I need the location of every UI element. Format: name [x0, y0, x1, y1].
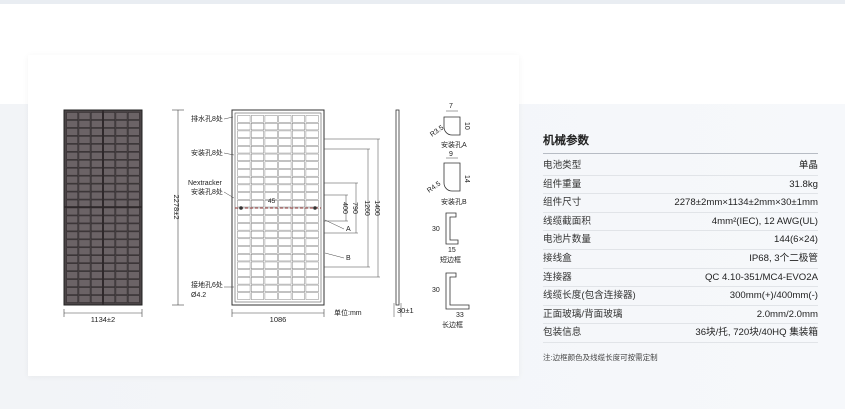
nextracker-hole-label: 安装孔8处 [191, 187, 223, 196]
long-frame-height: 30 [432, 287, 440, 294]
table-row: 连接器 QC 4.10-351/MC4-EVO2A [543, 269, 818, 288]
module-drawing: 2278±2 1134±2 排水孔8处 安装孔8处 Nextracker 安装孔… [63, 103, 470, 329]
unit-label: 单位:mm [334, 308, 362, 317]
hole-b-side-dim: 14 [463, 175, 470, 183]
spec-key: 线缆长度(包含连接器) [543, 290, 636, 302]
hole-b-top-dim: 9 [449, 151, 453, 158]
short-frame-height: 30 [432, 226, 440, 233]
side-thickness-dim: 30±1 [397, 306, 414, 315]
spec-key: 接线盒 [543, 252, 572, 264]
table-row: 接线盒 IP68, 3个二极管 [543, 250, 818, 269]
long-frame-section: 30 33 长边框 [432, 272, 470, 329]
back-view: 排水孔8处 安装孔8处 Nextracker 安装孔8处 接地孔6处 Ø4.2 … [188, 109, 380, 324]
hole-a-label: 安装孔A [441, 140, 467, 149]
table-row: 线缆截面积 4mm²(IEC), 12 AWG(UL) [543, 213, 818, 232]
dim-400: 400 [341, 202, 348, 214]
spec-value: 单晶 [798, 160, 818, 171]
hole-a-radius: R3.5 [429, 124, 445, 138]
top-band-border [0, 0, 845, 4]
hole-a-top-dim: 7 [449, 103, 453, 110]
spec-value: 36块/托, 720块/40HQ 集装箱 [695, 327, 818, 339]
drain-hole-label: 排水孔8处 [191, 114, 223, 123]
spec-key: 正面玻璃/背面玻璃 [543, 308, 623, 320]
back-cell-grid [237, 115, 319, 300]
short-frame-label: 短边框 [440, 255, 461, 264]
specs-title: 机械参数 [543, 132, 818, 154]
long-frame-width: 33 [456, 312, 464, 319]
table-row: 电池片数量 144(6×24) [543, 231, 818, 250]
hole-a-detail: 7 10 R3.5 安装孔A [429, 103, 470, 149]
nextracker-label: Nextracker [188, 180, 223, 187]
spec-key: 电池片数量 [543, 234, 591, 246]
short-frame-width: 15 [448, 247, 456, 254]
dim-1400: 1400 [373, 200, 380, 216]
spec-value: 2.0mm/2.0mm [756, 308, 818, 320]
marker-b: B [346, 255, 351, 262]
spec-key: 包装信息 [543, 327, 582, 339]
spec-value: 300mm(+)/400mm(-) [729, 290, 818, 302]
table-row: 线缆长度(包含连接器) 300mm(+)/400mm(-) [543, 287, 818, 306]
hole-a-side-dim: 10 [463, 122, 470, 130]
spec-value: QC 4.10-351/MC4-EVO2A [704, 271, 818, 283]
spec-value: 144(6×24) [773, 234, 818, 246]
spec-key: 线缆截面积 [543, 215, 591, 227]
table-row: 电池类型 单晶 [543, 157, 818, 176]
hole-b-label: 安装孔B [441, 197, 467, 206]
customization-note: 注:边框颜色及线缆长度可按需定制 [543, 353, 658, 362]
drawing-card: 2278±2 1134±2 排水孔8处 安装孔8处 Nextracker 安装孔… [28, 55, 519, 376]
front-width-dim: 1134±2 [91, 315, 115, 324]
marker-a: A [346, 226, 351, 233]
spec-key: 连接器 [543, 271, 572, 283]
long-frame-label: 长边框 [442, 320, 463, 329]
dim-790: 790 [351, 202, 358, 214]
hole-b-radius: R4.5 [426, 180, 442, 194]
dim-1260: 1260 [363, 200, 370, 216]
table-row: 包装信息 36块/托, 720块/40HQ 集装箱 [543, 324, 818, 343]
short-frame-section: 30 15 短边框 [432, 212, 461, 264]
ground-hole-label: 接地孔6处 [191, 280, 223, 289]
spec-key: 组件重量 [543, 178, 582, 190]
spec-value: 4mm²(IEC), 12 AWG(UL) [711, 215, 818, 227]
dim-45: 45 [268, 198, 276, 205]
mechanical-specs-table: 机械参数 电池类型 单晶 组件重量 31.8kg 组件尺寸 2278±2mm×1134… [543, 132, 818, 343]
ground-hole-diameter: Ø4.2 [191, 292, 206, 299]
spec-key: 电池类型 [543, 160, 582, 171]
table-row: 正面玻璃/背面玻璃 2.0mm/2.0mm [543, 306, 818, 325]
spec-value: 31.8kg [789, 178, 818, 190]
spec-value: 2278±2mm×1134±2mm×30±1mm [674, 197, 818, 209]
side-view: 30±1 [393, 109, 414, 317]
front-height-dim: 2278±2 [172, 195, 181, 220]
back-width-dim: 1086 [270, 315, 287, 324]
table-row: 组件重量 31.8kg [543, 176, 818, 195]
hole-b-detail: 9 14 R4.5 安装孔B [426, 151, 470, 206]
front-view: 2278±2 1134±2 [63, 109, 184, 324]
mount-hole-label: 安装孔8处 [191, 148, 223, 157]
table-row: 组件尺寸 2278±2mm×1134±2mm×30±1mm [543, 194, 818, 213]
front-cell-grid [66, 112, 140, 303]
spec-value: IP68, 3个二极管 [749, 252, 818, 264]
spec-key: 组件尺寸 [543, 197, 582, 209]
